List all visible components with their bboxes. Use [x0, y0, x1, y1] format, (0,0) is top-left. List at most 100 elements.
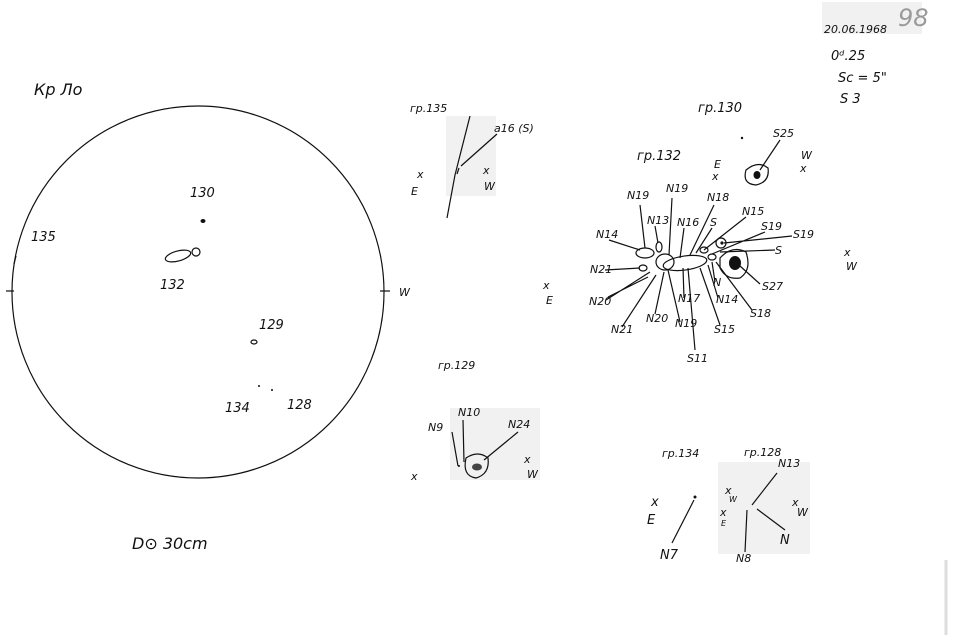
spot-n24-penumbra: [464, 453, 489, 479]
group-128-shade: [718, 462, 810, 554]
spot-label: S: [775, 244, 782, 257]
west-label: W: [801, 149, 813, 162]
east-label: E: [647, 513, 656, 528]
cross-mark: x: [523, 453, 531, 466]
spot-label: S19: [761, 220, 782, 233]
group-135-label: a16 (S): [494, 122, 534, 135]
group-134-title: гр.134: [662, 447, 699, 460]
disk-west-label: W: [399, 286, 411, 299]
spot-135-detail: [456, 167, 460, 175]
spot-label: S: [710, 216, 717, 229]
spot-134: [258, 385, 260, 387]
spot-128: [271, 389, 273, 391]
cross-mark: x: [542, 279, 550, 292]
spot-label: S18: [750, 307, 771, 320]
spot-n7: [693, 495, 697, 499]
spot-label: N17: [678, 292, 700, 305]
cross-mark: x: [843, 246, 851, 259]
group-135-shade: [446, 116, 496, 196]
observation-date: 20.06.1968: [824, 23, 887, 36]
west-label: W: [484, 180, 496, 193]
cross-mark: x: [410, 470, 418, 483]
group-132-title: гр.132: [637, 149, 681, 164]
spot: [699, 246, 709, 254]
limb-line-135: [446, 115, 471, 219]
group-128-title: гр.128: [744, 446, 781, 459]
spot-label: N14: [596, 228, 618, 241]
spot-label: N15: [742, 205, 764, 218]
leader-135: [460, 133, 498, 167]
disk-label-135: 135: [31, 230, 56, 245]
spot-129: [250, 339, 258, 345]
cross-mark: x: [719, 506, 727, 519]
spot-dot: [458, 465, 460, 467]
west-label: W: [797, 506, 809, 519]
spot-main: [662, 254, 708, 272]
spot-label: S19: [793, 228, 814, 241]
spot-132-leader: [191, 247, 201, 257]
spot-s25-penumbra: [744, 163, 769, 186]
cross-mark: x: [791, 496, 799, 509]
cross-mark: x: [799, 162, 807, 175]
spot-label: N19: [666, 182, 688, 195]
spot: [707, 253, 717, 261]
spot-label: N: [780, 533, 790, 548]
sheet-number: 98: [898, 4, 929, 32]
spot-label: N: [713, 276, 721, 289]
spot-group-132: [164, 249, 192, 263]
west-label: W: [729, 495, 738, 504]
spot-label: S27: [762, 280, 783, 293]
west-label: W: [527, 468, 539, 481]
spot-135: [13, 255, 17, 265]
group-135-title: гр.135: [410, 102, 447, 115]
s-value: S 3: [840, 92, 861, 107]
spot-label: N21: [611, 323, 633, 336]
spot-label: N20: [646, 312, 668, 325]
spot-dot: [740, 136, 744, 140]
east-label: E: [546, 294, 553, 307]
spot-label: N16: [677, 216, 699, 229]
group-132-spots: [635, 237, 749, 279]
disk-diameter-note: D⊙ 30cm: [132, 534, 208, 553]
leader-lines: [744, 472, 786, 553]
cross-mark: x: [724, 484, 732, 497]
cross-mark: x: [650, 495, 659, 510]
leader-lines: [451, 419, 519, 467]
cross-mark: x: [711, 170, 719, 183]
spot-label: N10: [458, 406, 480, 419]
group-129-title: гр.129: [438, 359, 475, 372]
spot-label: N14: [716, 293, 738, 306]
spot-label: N18: [707, 191, 729, 204]
spot-label: N19: [627, 189, 649, 202]
spot-umbra: [720, 241, 724, 245]
spot-label: N13: [647, 214, 669, 227]
spot-label: N9: [428, 421, 443, 434]
west-label: W: [846, 260, 858, 273]
spot-s27-umbra: [729, 256, 741, 270]
spot-label: N20: [589, 295, 611, 308]
leader-n7: [671, 499, 695, 544]
disk-label-132: 132: [160, 278, 185, 293]
disk-label-128: 128: [287, 398, 312, 413]
leader-lines: [604, 197, 793, 351]
spot-label: N21: [590, 263, 612, 276]
seeing-value: Sc = 5": [838, 71, 887, 86]
leader-s25: [759, 139, 781, 171]
solar-disk: [11, 105, 385, 479]
spot-label: N8: [736, 552, 751, 565]
spot-label: S15: [714, 323, 735, 336]
cross-mark: x: [416, 168, 424, 181]
observer-code: Кр Ло: [34, 80, 83, 99]
spot: [638, 264, 648, 272]
spot: [655, 241, 663, 253]
observation-time: 0ᵈ.25: [831, 49, 865, 64]
cross-mark: x: [482, 164, 490, 177]
disk-label-129: 129: [259, 318, 284, 333]
spot-n24-umbra: [472, 463, 482, 471]
spot-label: N19: [675, 317, 697, 330]
spot-label: N24: [508, 418, 530, 431]
east-label: E: [721, 519, 727, 528]
spot-s25-umbra: [753, 171, 761, 179]
east-label: E: [714, 158, 721, 171]
